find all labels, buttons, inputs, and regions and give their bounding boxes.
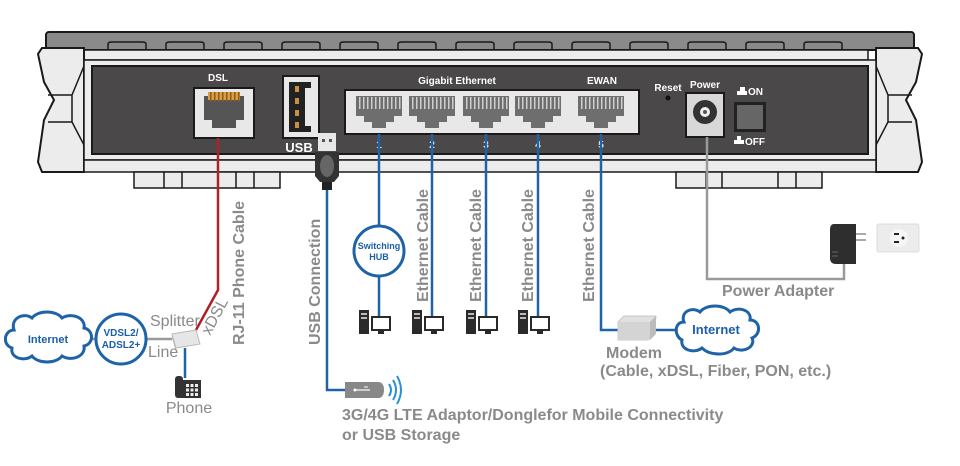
modem-types-label: (Cable, xDSL, Fiber, PON, etc.) [600,363,831,380]
modem-label: Modem [606,345,662,362]
right-end-cap [875,47,924,173]
rail-notch [165,41,205,50]
computer-icon-1 [359,310,391,334]
internet-left-label: Internet [28,334,69,346]
internet-cloud-right [674,304,760,356]
dongle-label-1: 3G/4G LTE Adaptor/Donglefor Mobile Conne… [342,407,723,424]
switch-on-label: ON [748,87,763,98]
internet-cloud-left [4,310,93,364]
switch-off-label: OFF [745,137,765,148]
left-end-cap [36,47,85,173]
line-label: Line [148,344,178,361]
rail-notch [107,41,147,50]
rail-notch [455,41,495,50]
switching-hub-circle [352,224,406,278]
rail-notch [397,41,437,50]
usb-label: USB [285,140,312,155]
power-jack[interactable] [685,92,725,138]
wall-outlet-icon [876,223,920,253]
ethernet-port-4[interactable] [515,96,561,128]
switch-on-indicator [737,87,747,95]
computer-icon-2 [412,310,444,334]
reset-button[interactable] [665,95,671,101]
rail-notch [513,41,553,50]
rail-notch [223,41,263,50]
splitter-label: Splitter [150,313,200,330]
computer-icon-3 [466,310,498,334]
hub-label-1: Switching [358,241,401,251]
ethernet-cable-label-5: Ethernet Cable [581,189,598,302]
power-cable [705,137,846,281]
wireless-signal-icon [388,375,402,405]
vdsl-adsl-circle [94,312,148,366]
chassis-bottom [83,159,877,189]
phone-icon [175,376,201,398]
usb-cable [325,190,345,392]
power-switch[interactable] [734,102,766,132]
dsl-port[interactable] [193,87,255,139]
rail-notch [571,41,611,50]
power-adapter-label: Power Adapter [722,283,834,300]
vdsl-label: VDSL2/ [103,328,138,339]
gigabit-ethernet-label: Gigabit Ethernet [418,76,496,87]
phone-label: Phone [166,400,212,417]
usb-plug [315,133,339,190]
computer-icon-4 [518,310,550,334]
splitter-icon [171,329,201,352]
adsl-label: ADSL2+ [102,340,141,351]
internet-right-label: Internet [692,322,740,337]
power-label: Power [690,80,720,91]
switch-off-indicator [734,136,744,144]
usb-port[interactable] [282,75,320,139]
usb-connection-label: USB Connection [307,219,324,345]
rail-notch [629,41,669,50]
rail-notch [687,41,727,50]
ethernet-port-1[interactable] [356,96,402,128]
dsl-label: DSL [208,73,228,84]
reset-label: Reset [654,83,682,94]
rj11-cable [194,138,220,331]
power-adapter-icon [830,224,866,264]
rail-notch [281,41,321,50]
rail-notch [745,41,785,50]
rail-notch [339,41,379,50]
ethernet-port-5[interactable] [578,96,624,128]
rj11-cable-label: RJ-11 Phone Cable [231,201,248,345]
usb-dongle-icon [345,382,384,398]
ethernet-cable-label-2: Ethernet Cable [415,189,432,302]
ethernet-port-2[interactable] [409,96,455,128]
ethernet-cable-label-4: Ethernet Cable [520,189,537,302]
ewan-label: EWAN [587,76,617,87]
rail-notch [803,41,843,50]
ethernet-cable-label-3: Ethernet Cable [468,189,485,302]
modem-icon [617,315,657,341]
ethernet-cable-5 [599,134,620,332]
chassis-top [45,31,915,61]
dongle-label-2: or USB Storage [342,427,460,444]
hub-label-2: HUB [369,252,389,262]
ethernet-port-3[interactable] [463,96,509,128]
